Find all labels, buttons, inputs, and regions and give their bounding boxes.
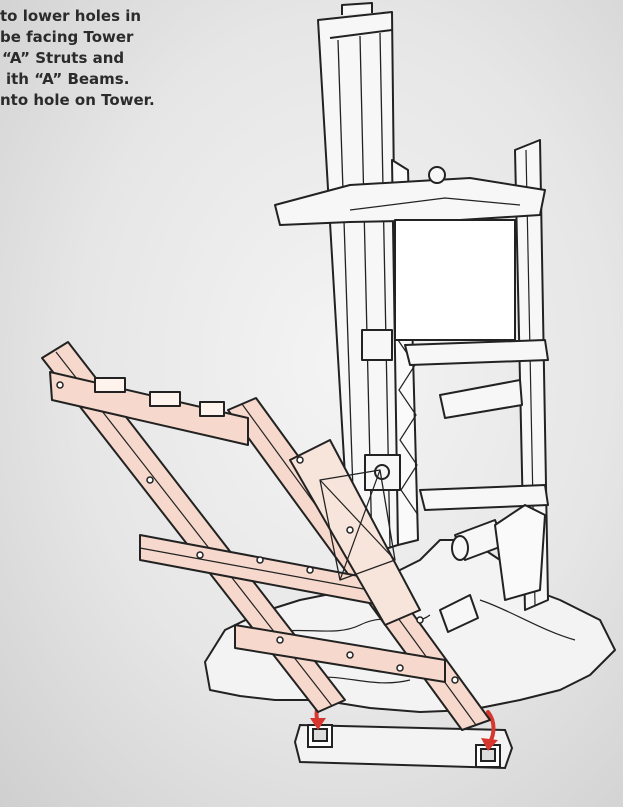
instruction-line-2: be facing Tower <box>0 28 134 46</box>
tower-illustration <box>274 2 549 633</box>
assembly-instructions: to lower holes in be facing Tower “A” St… <box>0 6 260 111</box>
peg-block-icon <box>293 723 514 770</box>
instruction-line-3: “A” Struts and <box>2 49 125 67</box>
instruction-line-4: ith “A” Beams. <box>6 70 130 88</box>
a-frame-illustration <box>41 341 491 731</box>
instruction-line-5: nto hole on Tower. <box>0 91 155 109</box>
arrow-heads <box>310 718 498 751</box>
instruction-line-1: to lower holes in <box>0 7 142 25</box>
